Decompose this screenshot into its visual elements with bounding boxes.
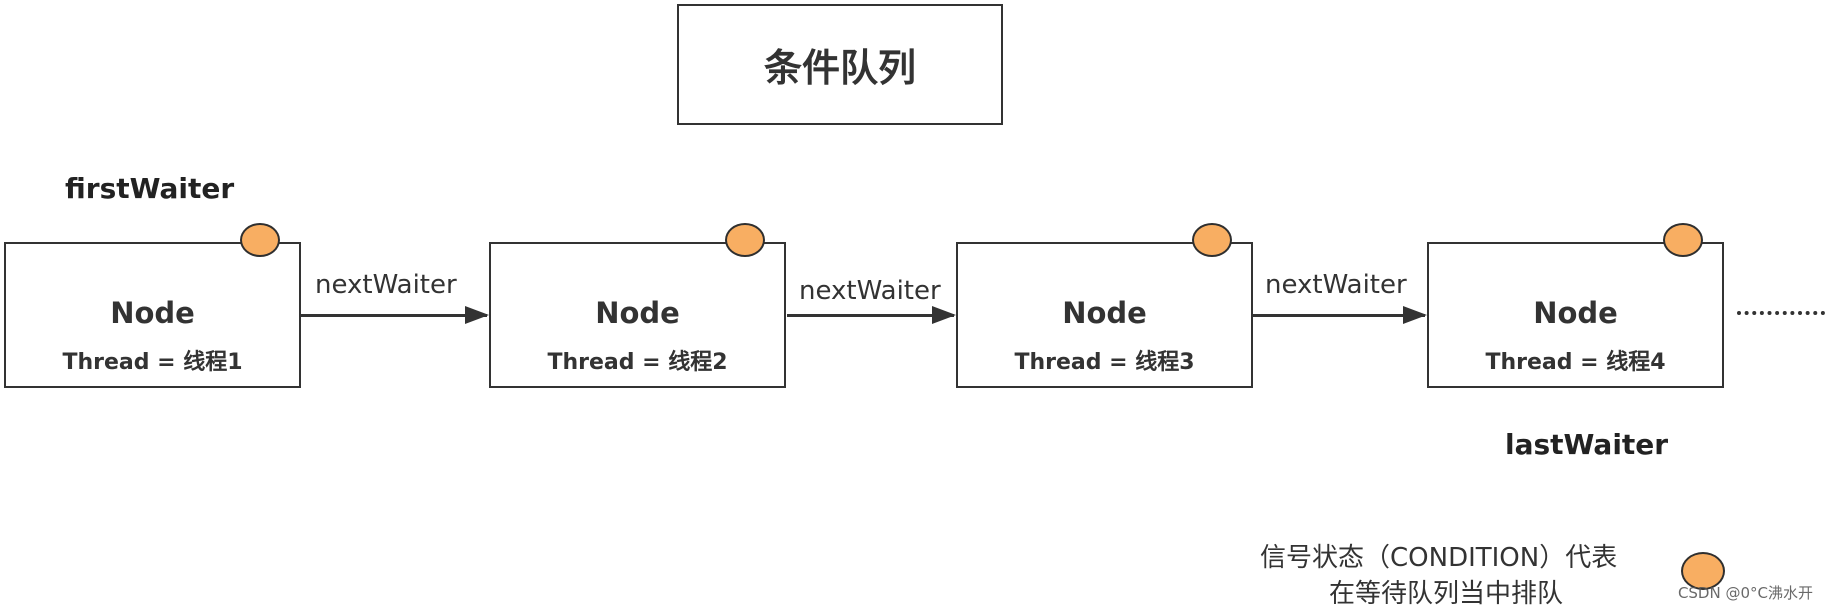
condition-node-2: Node Thread = 线程2: [489, 223, 786, 388]
legend-line-1: 信号状态（CONDITION）代表: [1260, 543, 1618, 573]
node-thread: Thread = 线程2: [547, 350, 728, 375]
node-label: Node: [1533, 296, 1618, 330]
next-waiter-arrow: [301, 306, 489, 324]
legend-condition-marker: [1681, 552, 1725, 590]
node-thread: Thread = 线程4: [1485, 350, 1666, 375]
node-label: Node: [1062, 296, 1147, 330]
diagram-title: 条件队列: [763, 46, 916, 90]
condition-state-marker: [1192, 223, 1232, 257]
next-waiter-label: nextWaiter: [315, 270, 457, 300]
condition-state-marker: [1663, 223, 1703, 257]
next-waiter-arrow: [787, 306, 956, 324]
node-label: Node: [110, 296, 195, 330]
condition-node-3: Node Thread = 线程3: [956, 223, 1253, 388]
next-waiter-label: nextWaiter: [799, 276, 941, 306]
queue-continuation-dots: [1737, 311, 1825, 315]
condition-state-marker: [240, 223, 280, 257]
node-thread: Thread = 线程1: [62, 350, 243, 375]
condition-node-1: Node Thread = 线程1: [4, 223, 301, 388]
node-label: Node: [595, 296, 680, 330]
first-waiter-label: firstWaiter: [65, 172, 235, 205]
legend-line-2: 在等待队列当中排队: [1329, 579, 1564, 609]
condition-node-4: Node Thread = 线程4: [1427, 223, 1724, 388]
condition-state-marker: [725, 223, 765, 257]
next-waiter-label: nextWaiter: [1265, 270, 1407, 300]
next-waiter-arrow: [1252, 306, 1427, 324]
diagram-title-box: 条件队列: [677, 4, 1003, 125]
condition-state-legend: 信号状态（CONDITION）代表 在等待队列当中排队: [1260, 540, 1660, 612]
node-thread: Thread = 线程3: [1014, 350, 1195, 375]
last-waiter-label: lastWaiter: [1505, 428, 1669, 461]
csdn-watermark: CSDN @0°C沸水开: [1677, 584, 1813, 602]
